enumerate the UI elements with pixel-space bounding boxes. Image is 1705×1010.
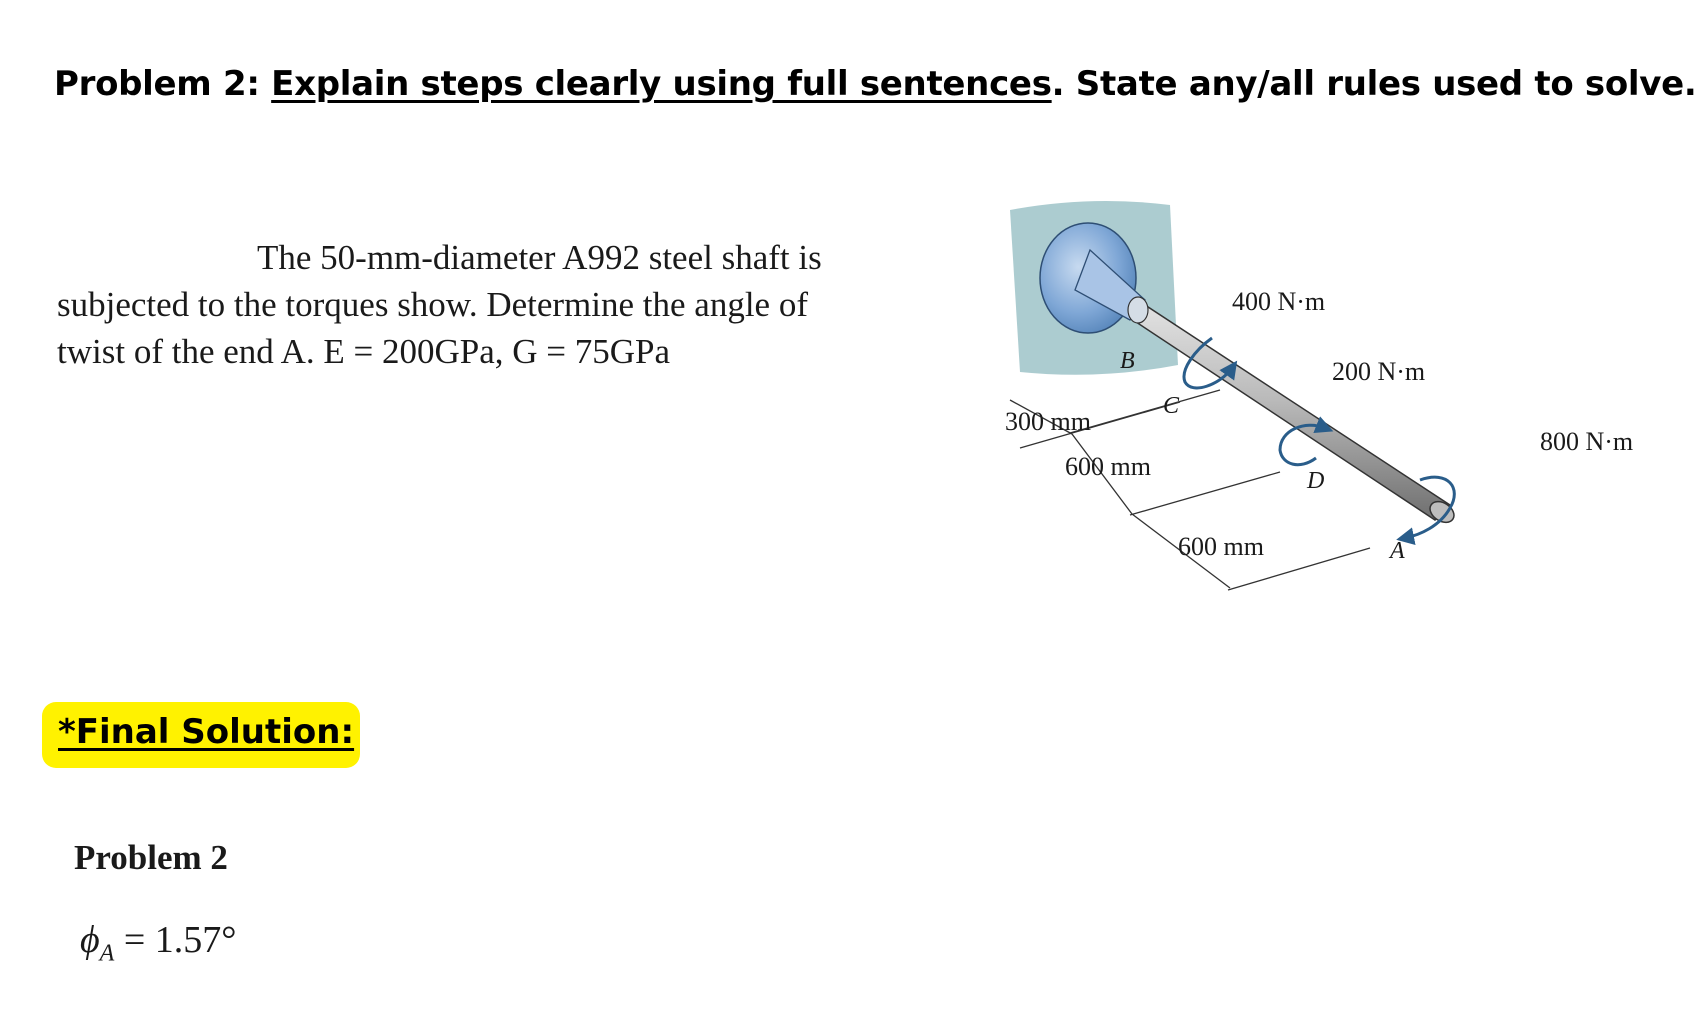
torque-arrows xyxy=(1182,336,1456,546)
dimension-lines xyxy=(1009,389,1371,591)
shaft-figure: 400 N·m 200 N·m 800 N·m 300 mm 600 mm 60… xyxy=(1005,201,1633,591)
point-d-label: D xyxy=(1306,468,1324,494)
point-b-label: B xyxy=(1120,348,1135,374)
problem-statement: The 50-mm-diameter A992 steel shaft is s… xyxy=(57,234,897,375)
torque-c-arrow xyxy=(1182,336,1238,390)
final-solution-label: *Final Solution: xyxy=(58,712,355,752)
answer-equation: ϕA = 1.57° xyxy=(80,918,236,968)
point-c-label: C xyxy=(1163,393,1180,419)
torque-c-label: 400 N·m xyxy=(1232,287,1325,316)
dim-bc-label: 300 mm xyxy=(1005,407,1091,436)
torque-d-label: 200 N·m xyxy=(1332,357,1425,386)
answer-subscript: A xyxy=(99,940,115,967)
answer-equals: = xyxy=(114,919,155,961)
shaft xyxy=(1128,304,1455,524)
answer-value: 1.57° xyxy=(154,919,237,961)
statement-line-2: subjected to the torques show. Determine… xyxy=(57,285,808,324)
problem-header: Problem 2: Explain steps clearly using f… xyxy=(54,64,1697,104)
torque-d-arrow xyxy=(1278,416,1334,467)
point-a-label: A xyxy=(1388,538,1405,564)
final-solution-highlight xyxy=(42,702,360,768)
header-prefix: Problem 2: xyxy=(54,64,272,104)
answer-symbol: ϕ xyxy=(80,919,100,961)
dim-cd-label: 600 mm xyxy=(1065,452,1151,481)
flange xyxy=(1039,222,1149,334)
statement-line-3: twist of the end A. E = 200GPa, G = 75GP… xyxy=(57,332,671,371)
torque-a-arrow xyxy=(1396,475,1456,546)
torque-a-label: 800 N·m xyxy=(1540,427,1633,456)
answer-problem-heading: Problem 2 xyxy=(74,838,228,877)
header-underlined-instruction: Explain steps clearly using full sentenc… xyxy=(271,64,1052,104)
dim-da-label: 600 mm xyxy=(1178,532,1264,561)
header-suffix: . State any/all rules used to solve. xyxy=(1051,64,1697,104)
statement-line-1: The 50-mm-diameter A992 steel shaft is xyxy=(257,238,822,277)
